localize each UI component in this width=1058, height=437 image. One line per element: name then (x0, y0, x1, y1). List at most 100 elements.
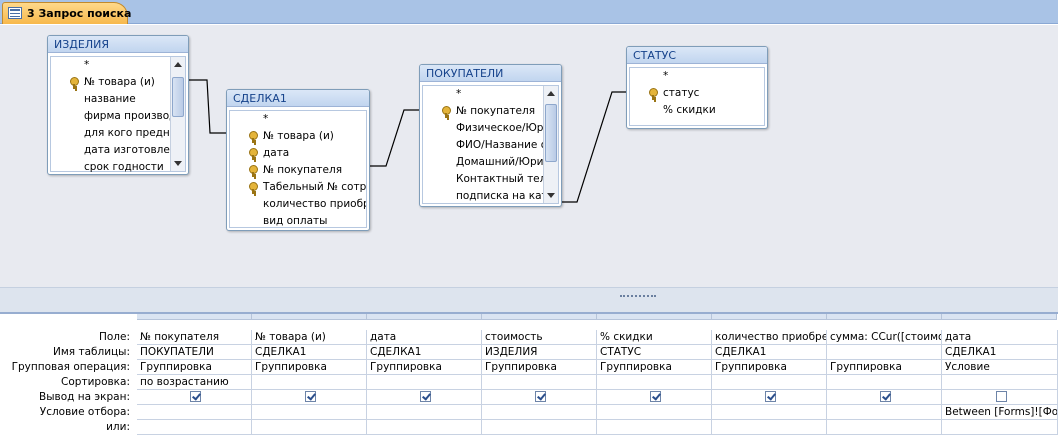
grid-cell[interactable]: Группировка (252, 360, 367, 375)
field-item[interactable]: статус (630, 85, 764, 102)
show-checkbox-cell[interactable] (482, 390, 597, 405)
field-item[interactable]: дата (230, 145, 366, 162)
query-design-area[interactable]: ИЗДЕЛИЯ * № товара (и) название фирма пр… (0, 25, 1058, 311)
grid-cell[interactable]: ПОКУПАТЕЛИ (137, 345, 252, 360)
grid-cell[interactable]: Группировка (482, 360, 597, 375)
field-item[interactable]: срок годности (84, 161, 164, 173)
field-item[interactable]: Табельный № сотру (230, 179, 366, 196)
field-item[interactable]: количество приобр (263, 198, 366, 210)
table-pokupateli[interactable]: ПОКУПАТЕЛИ * № покупателя Физическое/Юри… (419, 64, 562, 207)
grid-cell[interactable] (482, 420, 597, 435)
column-selector[interactable] (597, 314, 712, 320)
scroll-up-icon[interactable] (174, 62, 182, 67)
grid-cell[interactable] (482, 375, 597, 390)
field-item[interactable]: * (663, 70, 669, 82)
show-checkbox[interactable] (880, 391, 891, 402)
table-pokupateli-scrollbar[interactable] (543, 86, 558, 203)
show-checkbox-cell[interactable] (252, 390, 367, 405)
grid-cell[interactable]: СДЕЛКА1 (252, 345, 367, 360)
show-checkbox-cell[interactable] (712, 390, 827, 405)
grid-cell[interactable] (252, 405, 367, 420)
grid-cell[interactable]: дата (367, 330, 482, 345)
column-selector[interactable] (367, 314, 482, 320)
grid-cell[interactable]: % скидки (597, 330, 712, 345)
grid-cell[interactable] (367, 405, 482, 420)
field-item[interactable]: фирма производ (84, 110, 177, 122)
grid-cell[interactable]: Группировка (597, 360, 712, 375)
grid-cell[interactable] (827, 405, 942, 420)
scroll-down-icon[interactable] (547, 193, 555, 198)
grid-cell[interactable] (827, 375, 942, 390)
grid-cell[interactable] (597, 420, 712, 435)
grid-cell[interactable] (827, 420, 942, 435)
grid-cell[interactable] (367, 420, 482, 435)
show-checkbox-cell[interactable] (137, 390, 252, 405)
pane-splitter[interactable] (0, 287, 1058, 312)
grid-cell[interactable]: Группировка (712, 360, 827, 375)
grid-cell[interactable]: Условие (942, 360, 1058, 375)
grid-cell[interactable] (942, 420, 1058, 435)
show-checkbox[interactable] (765, 391, 776, 402)
query-tab[interactable]: 3 Запрос поиска (2, 2, 131, 24)
grid-cell[interactable]: ИЗДЕЛИЯ (482, 345, 597, 360)
show-checkbox[interactable] (995, 391, 1007, 402)
field-item[interactable]: название (84, 93, 136, 105)
grid-cell[interactable]: № товара (и) (252, 330, 367, 345)
scroll-up-icon[interactable] (547, 91, 555, 96)
grid-cell[interactable]: СДЕЛКА1 (942, 345, 1058, 360)
scroll-thumb[interactable] (545, 104, 557, 162)
grid-cell[interactable] (827, 345, 942, 360)
show-checkbox-cell[interactable] (597, 390, 712, 405)
field-item[interactable]: вид оплаты (263, 215, 328, 227)
column-selector[interactable] (712, 314, 827, 320)
field-item[interactable]: № покупателя (230, 162, 366, 179)
grid-cell[interactable]: СТАТУС (597, 345, 712, 360)
grid-cell[interactable]: количество приобре (712, 330, 827, 345)
field-item[interactable]: * (84, 59, 90, 71)
table-status[interactable]: СТАТУС * статус % скидки (626, 46, 768, 129)
grid-cell[interactable] (597, 405, 712, 420)
field-item[interactable]: дата изготовлен (84, 144, 177, 156)
column-selector[interactable] (482, 314, 597, 320)
field-item[interactable]: * (263, 113, 269, 125)
field-item[interactable]: № товара (и) (230, 128, 366, 145)
grid-cell[interactable]: Группировка (367, 360, 482, 375)
field-item[interactable]: подписка на кат (456, 190, 548, 202)
field-item[interactable]: % скидки (663, 104, 716, 116)
grid-cell[interactable]: Группировка (137, 360, 252, 375)
scroll-down-icon[interactable] (174, 161, 182, 166)
field-item[interactable]: ФИО/Название о (456, 139, 548, 151)
splitter-grip-icon[interactable] (620, 295, 656, 298)
table-izdeliya[interactable]: ИЗДЕЛИЯ * № товара (и) название фирма пр… (47, 35, 189, 175)
show-checkbox[interactable] (535, 391, 546, 402)
table-izdeliya-scrollbar[interactable] (170, 57, 185, 171)
field-item[interactable]: Физическое/Юри (456, 122, 551, 134)
show-checkbox-cell[interactable] (942, 390, 1058, 405)
grid-cell[interactable] (137, 420, 252, 435)
field-item[interactable]: № товара (и) (51, 74, 185, 91)
grid-cell[interactable]: Группировка (827, 360, 942, 375)
grid-cell[interactable] (367, 375, 482, 390)
grid-cell[interactable] (712, 375, 827, 390)
grid-cell[interactable]: стоимость (482, 330, 597, 345)
field-item[interactable]: для кого предна (84, 127, 177, 139)
grid-cell[interactable]: СДЕЛКА1 (367, 345, 482, 360)
column-selector[interactable] (942, 314, 1057, 320)
grid-cell[interactable] (137, 405, 252, 420)
scroll-thumb[interactable] (172, 77, 184, 117)
show-checkbox[interactable] (190, 391, 201, 402)
grid-cell[interactable] (597, 375, 712, 390)
field-item[interactable]: Домашний/Юри (456, 156, 544, 168)
grid-cell[interactable] (252, 420, 367, 435)
field-item[interactable]: * (456, 88, 462, 100)
field-item[interactable]: Контактный теле (456, 173, 553, 185)
grid-cell[interactable]: сумма: CCur([стоимос (827, 330, 942, 345)
show-checkbox[interactable] (650, 391, 661, 402)
grid-cell[interactable] (712, 420, 827, 435)
grid-cell[interactable] (942, 375, 1058, 390)
show-checkbox-cell[interactable] (367, 390, 482, 405)
grid-cell[interactable]: дата (942, 330, 1058, 345)
column-selector[interactable] (252, 314, 367, 320)
show-checkbox-cell[interactable] (827, 390, 942, 405)
column-selector[interactable] (827, 314, 942, 320)
